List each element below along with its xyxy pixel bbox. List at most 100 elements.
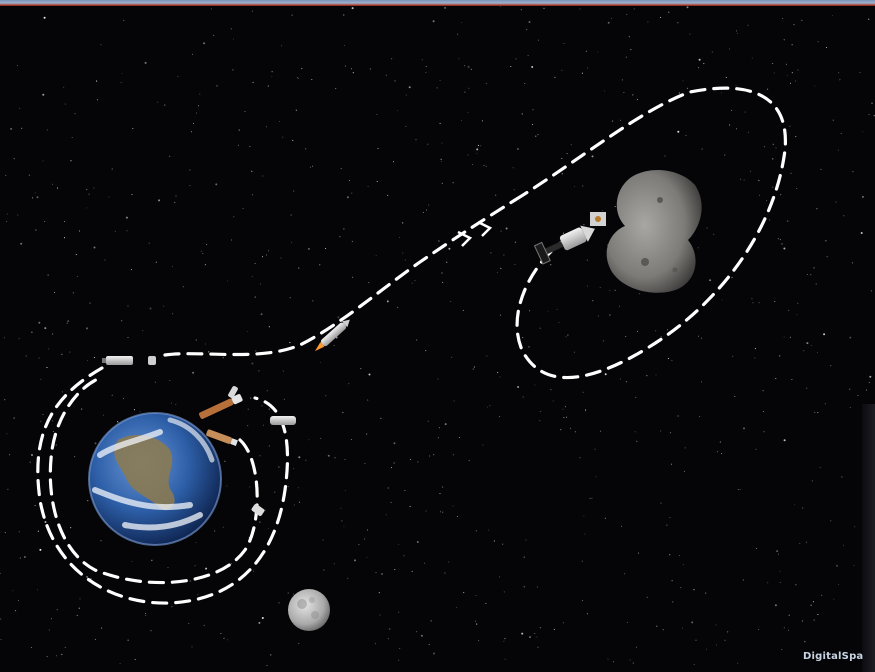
star (6, 433, 8, 435)
star (89, 302, 91, 304)
star (503, 591, 505, 593)
star (261, 256, 264, 258)
star (539, 327, 541, 329)
star (854, 526, 856, 528)
star (402, 252, 404, 254)
star (50, 618, 53, 620)
star (343, 44, 345, 47)
star (813, 619, 815, 621)
star (603, 90, 605, 92)
star (831, 14, 833, 17)
star (811, 480, 813, 482)
star (485, 82, 487, 84)
star (475, 530, 477, 532)
star (743, 179, 745, 181)
star (851, 262, 854, 264)
star (247, 425, 249, 427)
star (716, 451, 719, 453)
star (66, 322, 68, 324)
star (441, 272, 443, 274)
star (405, 94, 407, 96)
star (386, 300, 389, 303)
star (783, 247, 786, 250)
star (775, 378, 777, 380)
star (320, 437, 322, 440)
star (414, 280, 416, 282)
star (259, 455, 261, 457)
star (172, 313, 174, 315)
star (261, 617, 264, 619)
star (671, 359, 673, 361)
star (813, 267, 815, 269)
star (253, 570, 255, 572)
star (195, 339, 197, 341)
star (169, 379, 171, 382)
star (689, 33, 691, 35)
star (324, 247, 327, 249)
star (142, 330, 144, 332)
star (305, 148, 307, 150)
star (203, 42, 206, 45)
star (18, 531, 20, 533)
star (440, 158, 442, 160)
star (254, 263, 256, 265)
star (489, 405, 491, 407)
star (436, 87, 438, 89)
star (213, 34, 215, 36)
star (830, 365, 832, 367)
star (348, 179, 351, 182)
star (268, 408, 270, 410)
star (563, 42, 565, 45)
star (821, 594, 823, 596)
star (522, 396, 524, 398)
star (86, 359, 89, 361)
star (626, 14, 628, 16)
star (486, 406, 489, 408)
star (698, 67, 700, 69)
star (385, 514, 387, 516)
star (503, 640, 505, 642)
star (859, 72, 861, 74)
star (464, 91, 466, 93)
star (685, 135, 687, 137)
star (13, 417, 15, 419)
star (789, 336, 791, 338)
star (486, 355, 488, 357)
star (789, 125, 791, 127)
asteroid-loop-orbit (513, 86, 787, 380)
star (30, 646, 32, 649)
star (319, 264, 321, 266)
star (701, 337, 703, 339)
star (63, 221, 66, 223)
star (698, 58, 701, 61)
star (31, 331, 33, 333)
star (385, 74, 387, 76)
star (375, 571, 377, 574)
star (390, 501, 392, 504)
star (448, 561, 450, 563)
star (635, 396, 637, 399)
star (539, 420, 541, 422)
star (835, 201, 837, 203)
star (387, 638, 389, 640)
star (826, 256, 828, 258)
star (437, 378, 439, 380)
star (556, 308, 558, 311)
star (573, 351, 575, 353)
star (625, 335, 627, 337)
star (48, 629, 50, 631)
star (17, 599, 19, 601)
star (293, 504, 295, 506)
star (442, 281, 444, 283)
star (104, 259, 106, 261)
star (393, 442, 396, 445)
star (55, 444, 57, 446)
star (467, 154, 469, 156)
star (597, 315, 599, 317)
star (6, 220, 8, 223)
star (656, 625, 658, 627)
star (44, 327, 47, 330)
star (721, 299, 723, 301)
star (762, 390, 764, 392)
star (679, 554, 681, 557)
